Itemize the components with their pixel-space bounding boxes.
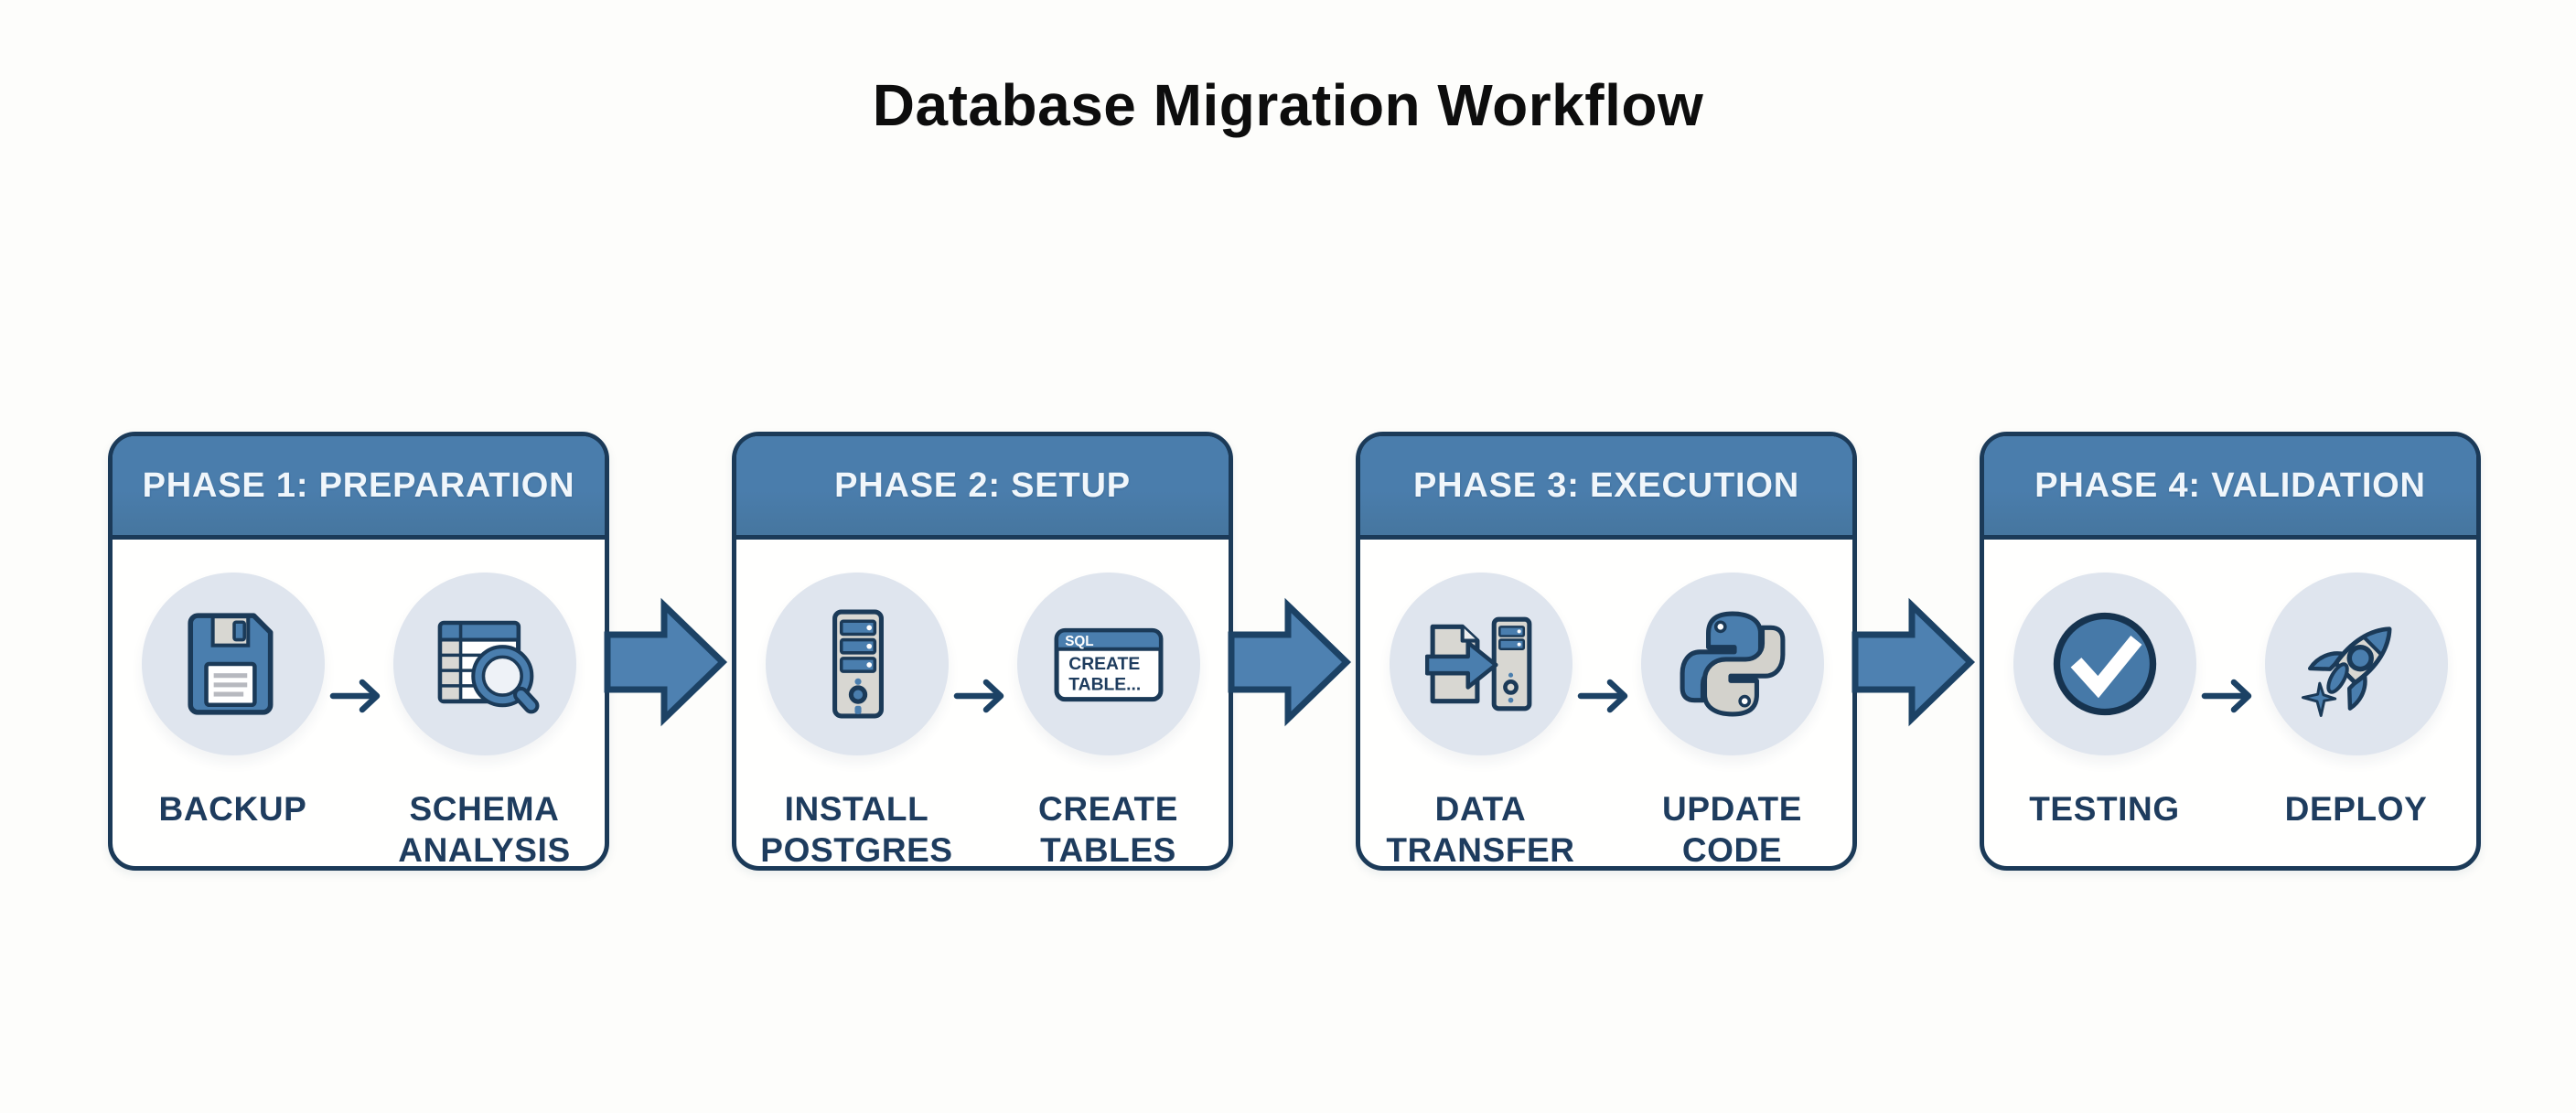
- deploy-label: DEPLOY: [2284, 790, 2428, 828]
- testing-label: TESTING: [2029, 790, 2180, 828]
- install-postgres-label: INSTALL POSTGRES: [760, 790, 953, 870]
- phase-3-header: PHASE 3: EXECUTION: [1360, 436, 1852, 540]
- step-arrow-icon: [2201, 679, 2252, 713]
- phase-4-card: PHASE 4: VALIDATION TESTING: [1980, 432, 2481, 871]
- file-transfer-icon: [1424, 616, 1531, 712]
- install-postgres-icon-circle: [765, 573, 949, 755]
- table-search-icon: [437, 620, 539, 714]
- sql-window-line2: TABLE...: [1068, 675, 1141, 694]
- deploy-icon-circle: [2264, 573, 2448, 755]
- step-arrow-icon: [329, 679, 381, 713]
- update-code-label: UPDATE CODE: [1662, 790, 1802, 870]
- phase-connector-arrow-icon: [604, 597, 728, 727]
- page-title: Database Migration Workflow: [872, 72, 1704, 138]
- step-arrow-icon: [1577, 679, 1628, 713]
- sql-window-line1: CREATE: [1068, 655, 1140, 674]
- floppy-disk-icon: [187, 613, 273, 715]
- phase-1-header: PHASE 1: PREPARATION: [113, 436, 605, 540]
- step-create-tables: SQL CREATE TABLE... CREATE TABLES: [1012, 573, 1205, 871]
- step-deploy: DEPLOY: [2259, 573, 2453, 829]
- backup-label: BACKUP: [158, 790, 307, 828]
- step-schema-analysis: SCHEMA ANALYSIS: [388, 573, 581, 871]
- phase-4-header: PHASE 4: VALIDATION: [1984, 436, 2476, 540]
- rocket-icon: [2301, 626, 2391, 717]
- check-circle-icon: [2053, 612, 2156, 716]
- update-code-icon-circle: [1640, 573, 1824, 755]
- sql-window-titlebar-text: SQL: [1065, 634, 1093, 649]
- step-data-transfer: DATA TRANSFER: [1384, 573, 1577, 871]
- phase-1-card: PHASE 1: PREPARATION BACKUP: [108, 432, 609, 871]
- server-tower-icon: [832, 609, 884, 719]
- testing-icon-circle: [2012, 573, 2196, 755]
- step-update-code: UPDATE CODE: [1636, 573, 1829, 871]
- sql-window-icon: SQL CREATE TABLE...: [1054, 627, 1163, 702]
- phase-2-header: PHASE 2: SETUP: [736, 436, 1229, 540]
- schema-analysis-icon-circle: [392, 573, 576, 755]
- phase-3-card: PHASE 3: EXECUTION DATA TRANSFER: [1356, 432, 1857, 871]
- step-install-postgres: INSTALL POSTGRES: [760, 573, 953, 871]
- schema-analysis-label: SCHEMA ANALYSIS: [398, 790, 571, 870]
- create-tables-label: CREATE TABLES: [1038, 790, 1178, 870]
- phase-connector-arrow-icon: [1228, 597, 1352, 727]
- python-icon: [1680, 611, 1785, 717]
- step-testing: TESTING: [2008, 573, 2201, 829]
- step-arrow-icon: [953, 679, 1004, 713]
- phase-2-card: PHASE 2: SETUP INSTALL POSTGRES: [732, 432, 1233, 871]
- phase-connector-arrow-icon: [1852, 597, 1976, 727]
- step-backup: BACKUP: [136, 573, 329, 871]
- data-transfer-label: DATA TRANSFER: [1386, 790, 1575, 870]
- create-tables-icon-circle: SQL CREATE TABLE...: [1016, 573, 1200, 755]
- data-transfer-icon-circle: [1389, 573, 1572, 755]
- backup-icon-circle: [141, 573, 325, 755]
